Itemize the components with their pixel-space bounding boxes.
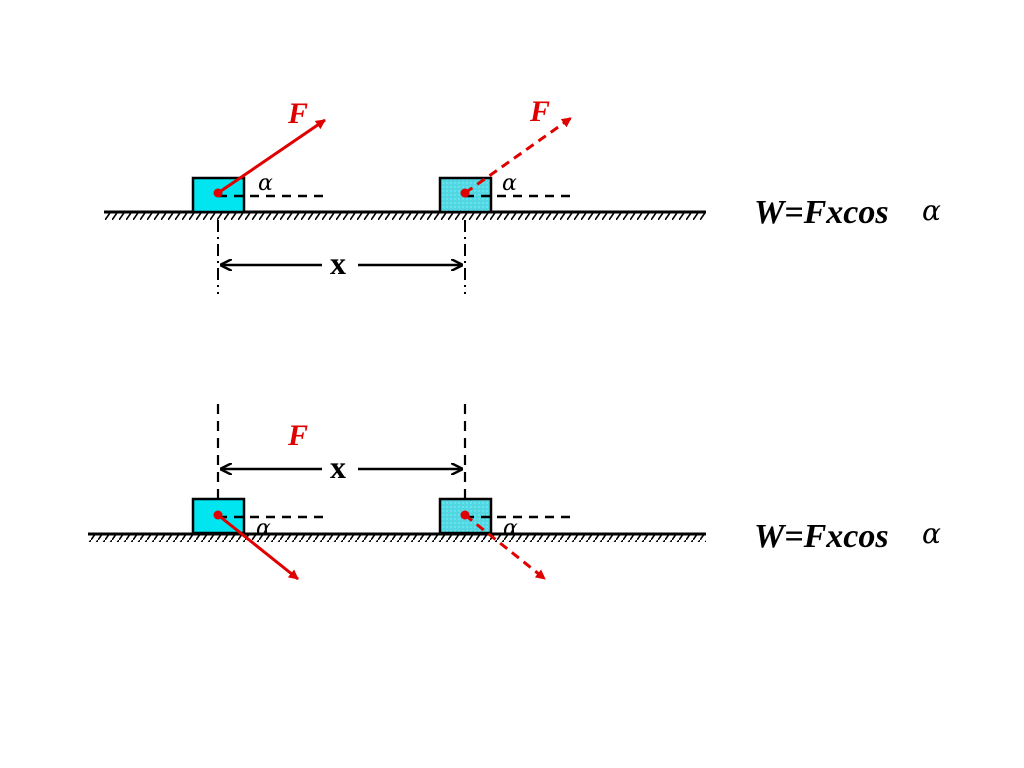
formula-text-bottom: W=Fxcos [754,518,889,555]
formula-symbol-top: α [922,194,941,227]
angle-label-start-bottom: α [256,516,271,541]
force-origin-start-bottom [213,510,223,520]
formula-symbol-bottom: α [922,517,941,550]
displacement-label-bottom: x [330,449,346,485]
force-label-bottom: F [287,419,308,452]
force-arrow-start-top [217,118,326,195]
formula-text-top: W=Fxcos [754,194,889,231]
force-label-end-top: F [529,95,550,128]
bottom-scenario: x F α α W=Fxcos α [88,404,941,581]
ground-hatch-top [104,212,706,220]
formula-bottom: W=Fxcos [754,518,889,555]
force-label-start-top: F [287,97,308,130]
force-origin-start-top [213,188,223,198]
formula-top: W=Fxcos [754,194,889,231]
angle-label-start-top: α [258,171,273,196]
force-origin-end-bottom [460,510,470,520]
top-scenario: F α F α x W=Fxcos α [104,95,941,294]
force-arrow-start-bottom [217,513,299,581]
force-origin-end-top [460,188,470,198]
angle-label-end-bottom: α [503,516,518,541]
angle-label-end-top: α [502,171,517,196]
force-arrow-end-top [464,116,572,195]
force-arrow-end-bottom [464,513,546,581]
displacement-label-top: x [330,245,346,281]
ground-hatch-bottom [88,534,706,542]
